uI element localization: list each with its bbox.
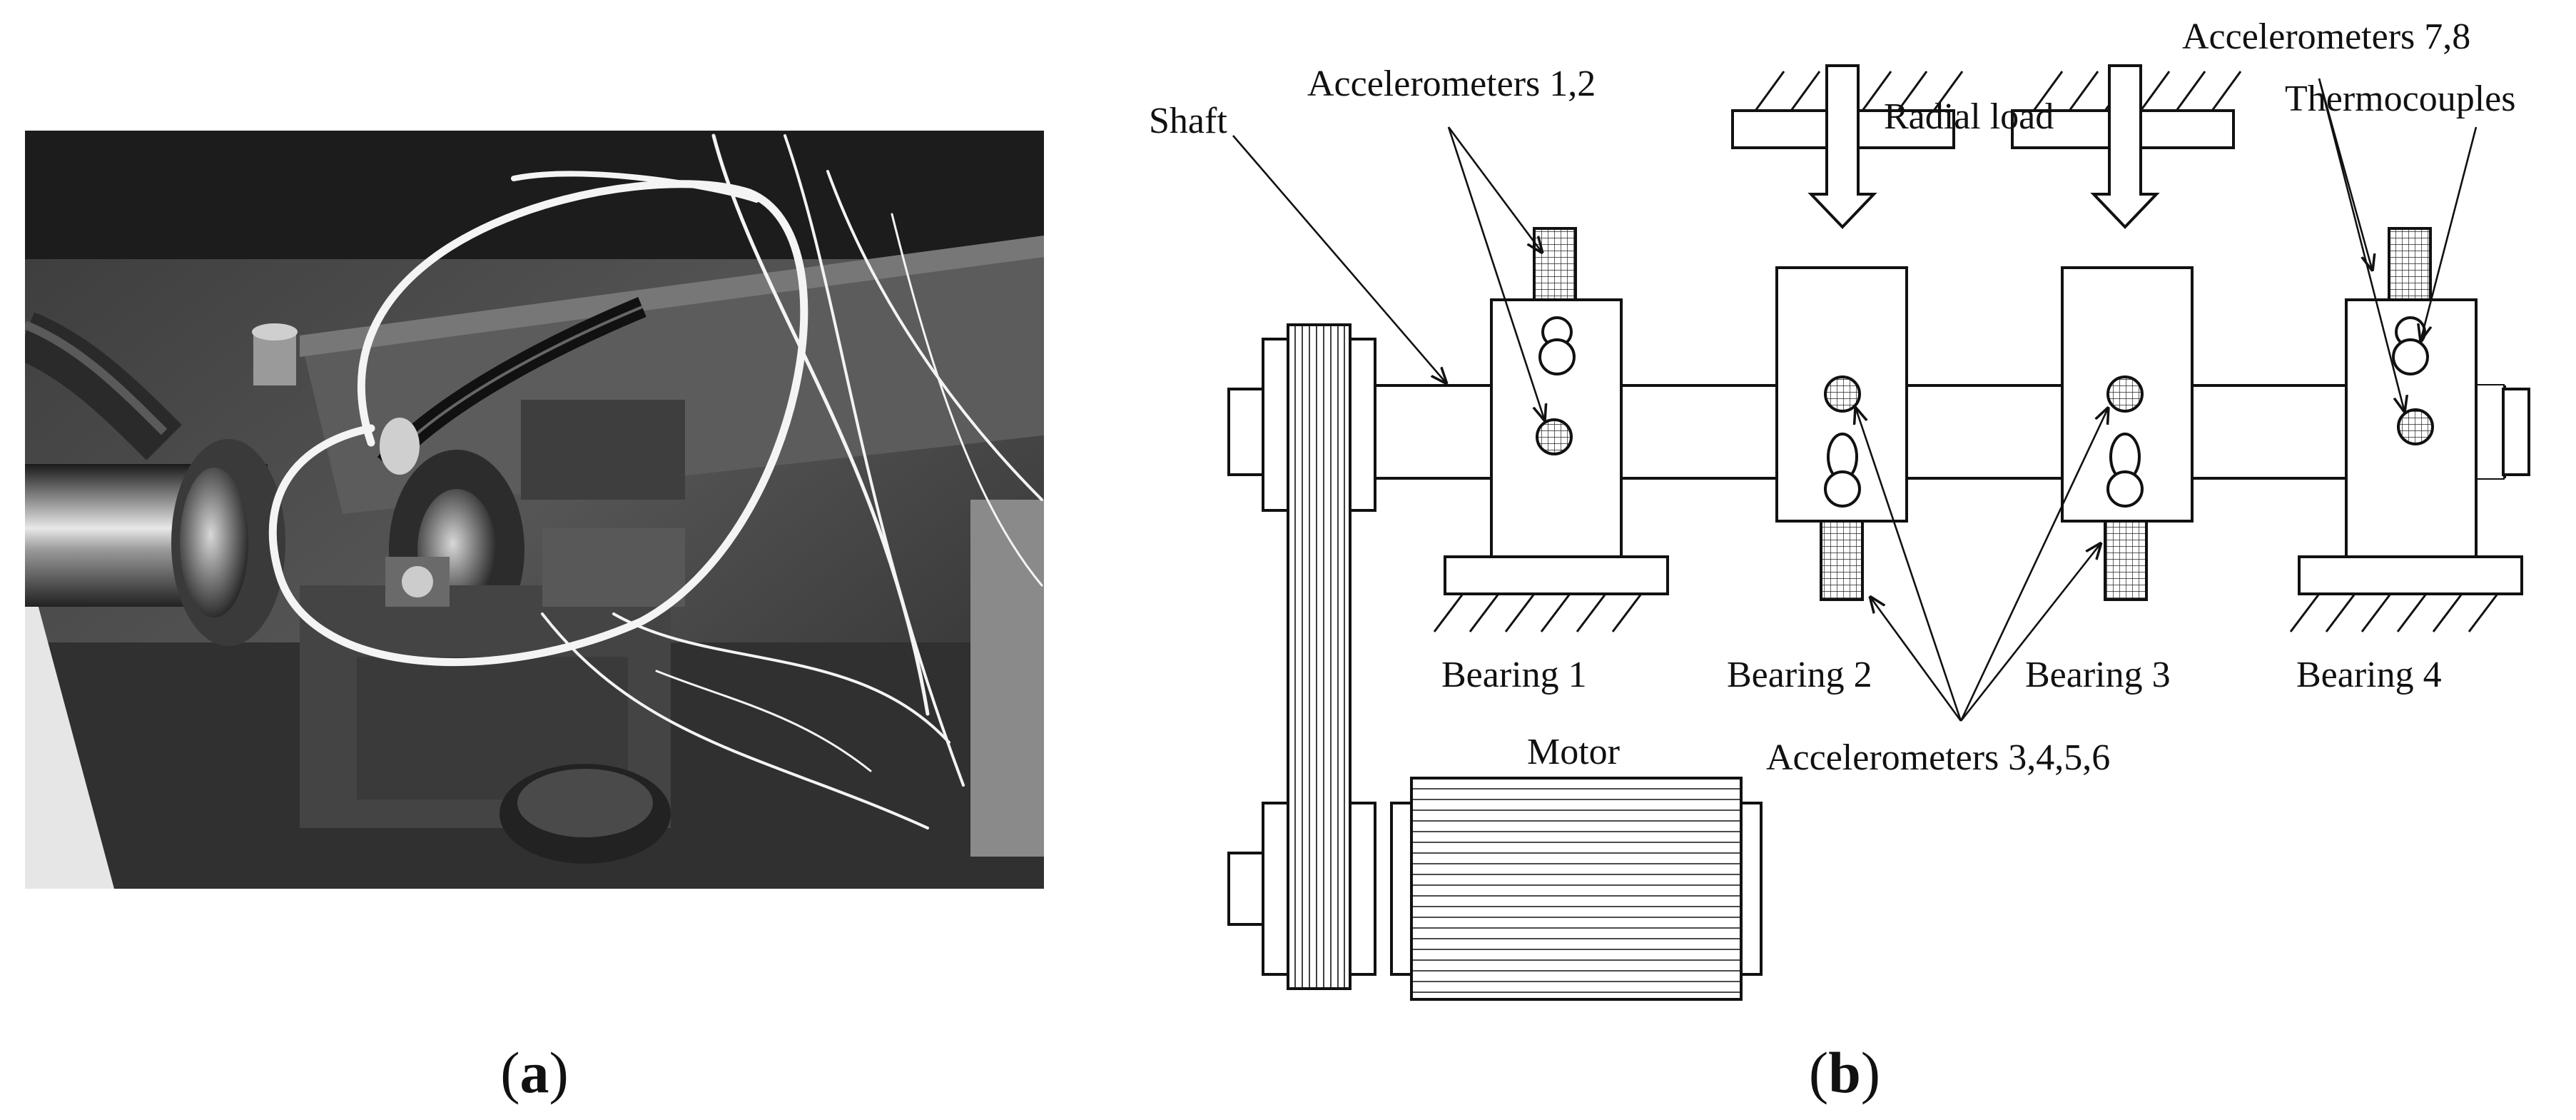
panel-b-caption: (b): [1809, 1040, 1880, 1105]
label-thermocouples: Thermocouples: [2285, 79, 2515, 119]
label-motor: Motor: [1527, 732, 1620, 772]
label-accelerometers-1-2: Accelerometers 1,2: [1307, 64, 1596, 104]
bearing-4: [2289, 227, 2523, 632]
bearing-1: [1433, 227, 1669, 632]
label-accelerometers-7-8: Accelerometers 7,8: [2182, 16, 2470, 57]
test-rig-schematic: [1227, 64, 2530, 1001]
label-bearing-3: Bearing 3: [2025, 655, 2171, 695]
diagram-labels: Shaft Accelerometers 1,2 Radial load Acc…: [1149, 16, 2515, 778]
leader-lines: [1232, 78, 2478, 722]
panel-a-caption: (a): [500, 1040, 569, 1105]
bearing-3: [2011, 64, 2242, 601]
label-accelerometers-3-4-5-6: Accelerometers 3,4,5,6: [1766, 737, 2110, 778]
label-bearing-2: Bearing 2: [1727, 655, 1872, 695]
label-shaft: Shaft: [1149, 101, 1227, 141]
belt-pulley: [1227, 323, 1376, 990]
test-rig-photo: [25, 131, 1044, 889]
label-bearing-4: Bearing 4: [2296, 655, 2442, 695]
motor: [1390, 777, 1763, 1001]
bearing-2: [1731, 64, 1964, 601]
label-radial-load: Radial load: [1884, 96, 2054, 137]
label-bearing-1: Bearing 1: [1441, 655, 1587, 695]
